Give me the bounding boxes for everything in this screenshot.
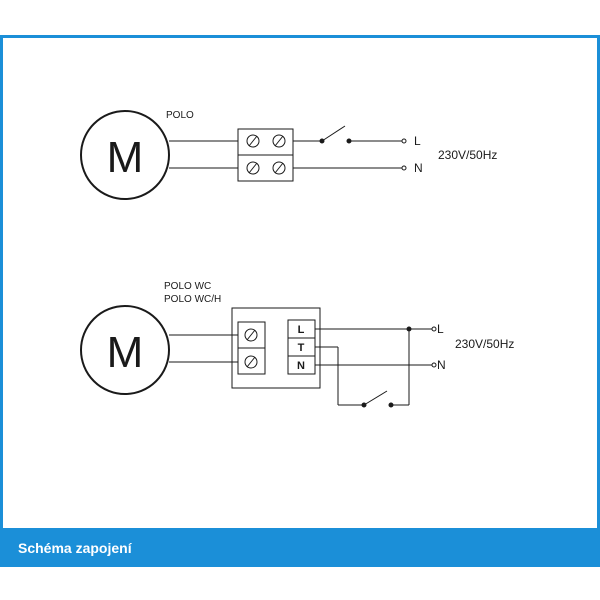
terminal-t-label: T [298, 342, 305, 354]
diagram-2 [80, 305, 437, 408]
diagram-1 [80, 110, 407, 200]
neutral-label-1: N [414, 161, 423, 175]
terminal-n-label: N [297, 360, 305, 372]
motor-2 [80, 305, 170, 395]
voltage-label-2: 230V/50Hz [455, 337, 514, 351]
control-box [231, 307, 321, 389]
footer-title: Schéma zapojení [18, 539, 132, 556]
terminal-screw [272, 134, 286, 148]
terminal-screw [246, 161, 260, 175]
line-label-2: L [437, 322, 444, 336]
terminal-l-2 [431, 326, 437, 332]
terminal-n-2 [431, 362, 437, 368]
terminal-screw [244, 328, 258, 342]
terminal-l-label: L [298, 324, 305, 336]
model-label-polo: POLO [166, 110, 194, 121]
terminal-screw [272, 161, 286, 175]
line-label-1: L [414, 134, 421, 148]
motor-2-letter: M [107, 328, 144, 377]
switch-1 [319, 125, 352, 144]
neutral-label-2: N [437, 358, 446, 372]
voltage-label-1: 230V/50Hz [438, 148, 497, 162]
terminal-l-1 [401, 138, 407, 144]
content-frame [0, 35, 600, 567]
terminal-screw [244, 355, 258, 369]
motor-1 [80, 110, 170, 200]
model-label-polo-wc: POLO WC [164, 281, 211, 292]
terminal-n-1 [401, 165, 407, 171]
motor-1-letter: M [107, 133, 144, 182]
terminal-screw [246, 134, 260, 148]
switch-2 [361, 390, 394, 408]
footer-bar: Schéma zapojení [0, 528, 600, 567]
model-label-polo-wc-h: POLO WC/H [164, 294, 221, 305]
